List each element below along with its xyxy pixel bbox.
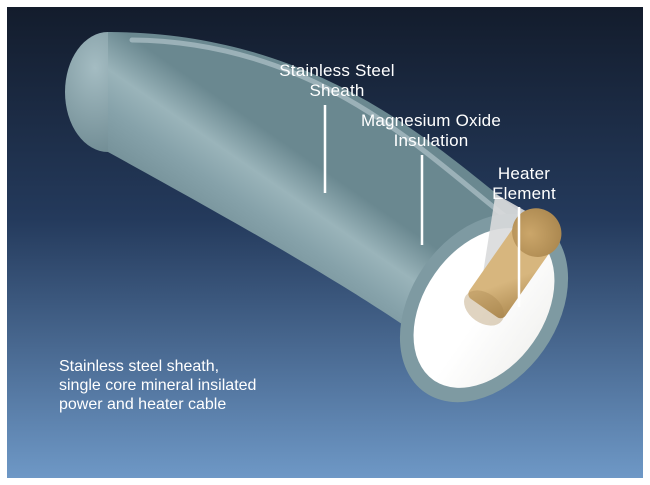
caption-line: Stainless steel sheath, <box>59 358 220 375</box>
label-line: Element <box>492 184 556 203</box>
label-line: Insulation <box>393 131 469 150</box>
label-heater-element: Heater Element <box>469 164 579 204</box>
label-magnesium-oxide-insulation: Magnesium Oxide Insulation <box>341 111 521 151</box>
label-line: Sheath <box>309 81 365 100</box>
label-line: Heater <box>497 164 551 183</box>
label-stainless-steel-sheath: Stainless Steel Sheath <box>262 61 412 101</box>
cable-diagram: Stainless Steel Sheath Magnesium Oxide I… <box>7 7 643 478</box>
label-line: Magnesium Oxide <box>360 111 501 130</box>
label-line: Stainless Steel <box>279 61 395 80</box>
cable-illustration <box>7 7 643 478</box>
caption-line: single core mineral insilated <box>59 377 257 394</box>
cable-description: Stainless steel sheath, single core mine… <box>59 357 256 414</box>
caption-line: power and heater cable <box>59 396 227 413</box>
heater-element <box>512 208 562 257</box>
